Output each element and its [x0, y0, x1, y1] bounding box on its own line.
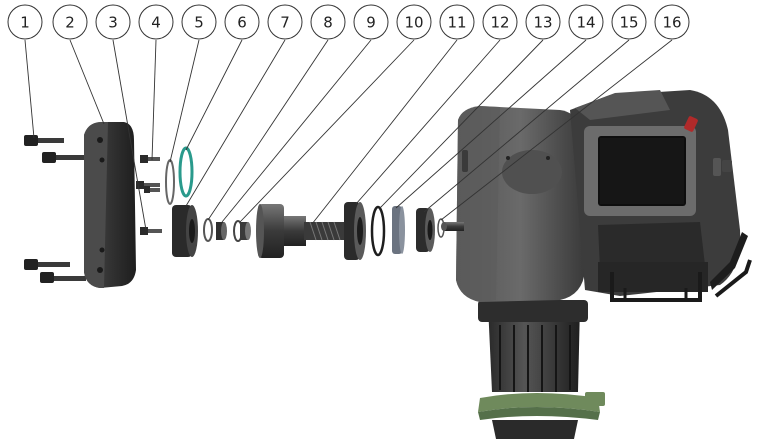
leader-9 [221, 39, 372, 223]
part-13-bearing [344, 202, 366, 260]
carry-handle [610, 272, 702, 302]
part-4-screws [140, 155, 160, 193]
column-ribs [499, 325, 571, 392]
callout-13: 13 [525, 4, 561, 40]
callout-2: 2 [52, 4, 88, 40]
leader-lines [24, 39, 673, 231]
callout-9: 9 [353, 4, 389, 40]
leader-8 [207, 39, 329, 221]
part-3-screws [136, 181, 162, 235]
leader-2 [69, 39, 105, 125]
part-8-ring [203, 218, 213, 242]
leader-4 [151, 39, 157, 161]
callout-7: 7 [267, 4, 303, 40]
callout-label: 4 [151, 14, 161, 32]
leader-5 [169, 39, 200, 163]
callout-label: 6 [237, 14, 247, 32]
part-14-circlip [370, 205, 386, 257]
housing-boss [502, 150, 562, 194]
side-bracket [710, 232, 748, 290]
red-accent [684, 116, 698, 132]
leader-14 [395, 39, 587, 209]
callout-5: 5 [181, 4, 217, 40]
leader-11 [311, 39, 458, 225]
callout-10: 10 [396, 4, 432, 40]
callout-8: 8 [310, 4, 346, 40]
leader-3 [112, 39, 147, 231]
part-5-ring [165, 159, 175, 205]
part-11-spacer [240, 222, 251, 240]
part-2-end-cover [84, 122, 136, 288]
leader-13 [379, 39, 544, 209]
callout-11: 11 [439, 4, 475, 40]
callout-label: 15 [619, 14, 638, 32]
callout-label: 7 [280, 14, 290, 32]
callout-label: 16 [662, 14, 681, 32]
callout-balloons: 1 2 3 4 5 6 7 8 9 10 11 12 13 14 15 16 [7, 4, 690, 40]
callout-3: 3 [95, 4, 131, 40]
callout-label: 13 [533, 14, 552, 32]
part-9-bearing [216, 222, 227, 240]
leader-10 [239, 39, 415, 223]
callout-15: 15 [611, 4, 647, 40]
callout-label: 12 [490, 14, 509, 32]
leader-1 [24, 39, 35, 139]
leader-12 [355, 39, 501, 205]
part-1-cap-screws [24, 135, 86, 283]
callout-label: 11 [447, 14, 466, 32]
callout-label: 5 [194, 14, 204, 32]
callout-label: 1 [20, 14, 30, 32]
callout-label: 2 [65, 14, 75, 32]
part-15-washer [392, 206, 405, 254]
callout-16: 16 [654, 4, 690, 40]
leader-7 [185, 39, 286, 207]
output-shaft [444, 222, 464, 231]
callout-6: 6 [224, 4, 260, 40]
part-16-bearing [416, 208, 445, 252]
part-7-bearing-housing [172, 205, 198, 257]
callout-label: 8 [323, 14, 333, 32]
callout-label: 10 [404, 14, 423, 32]
leader-16 [440, 39, 673, 221]
clamp-ring [478, 393, 600, 412]
column-flange [478, 300, 588, 322]
leader-15 [423, 39, 630, 213]
callout-label: 14 [576, 14, 595, 32]
leader-6 [185, 39, 243, 151]
part-6-seal [178, 146, 194, 198]
clamp-tab [585, 392, 605, 406]
part-12-pinion-shaft [256, 204, 344, 258]
gear-housing [441, 90, 752, 439]
callout-1: 1 [7, 4, 43, 40]
callout-12: 12 [482, 4, 518, 40]
callout-14: 14 [568, 4, 604, 40]
callout-label: 9 [366, 14, 376, 32]
callout-4: 4 [138, 4, 174, 40]
callout-label: 3 [108, 14, 118, 32]
